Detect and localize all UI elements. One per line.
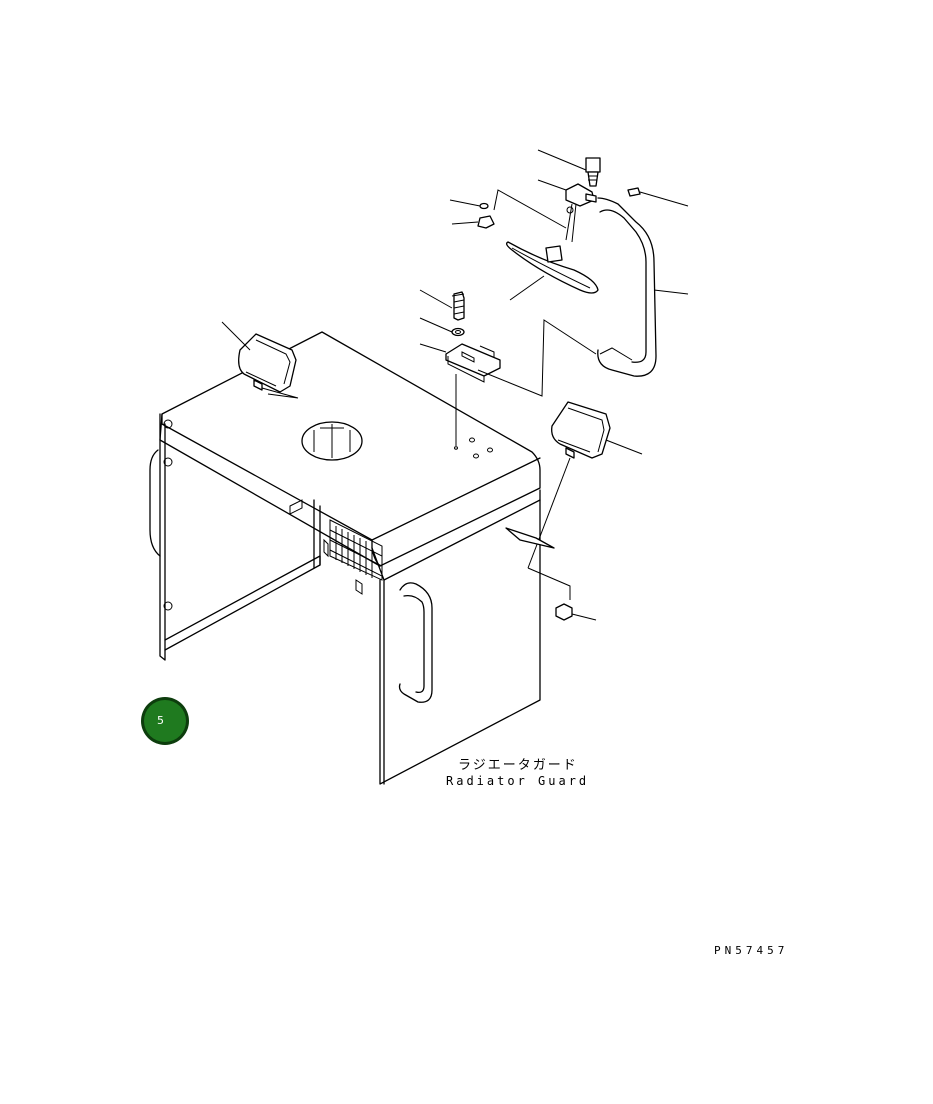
guard-body [149,331,541,785]
left-work-lamp [221,321,299,399]
page-number-label: 5 [157,714,164,727]
right-work-lamp [505,401,643,621]
caption-english: Radiator Guard [446,774,590,788]
caption-japanese: ラジエータガード [458,758,578,773]
part-number: PN57457 [714,944,789,957]
page-number-badge[interactable]: 5 [144,700,186,742]
mount-bracket-assembly [419,289,597,446]
mirror-assembly [449,149,689,377]
